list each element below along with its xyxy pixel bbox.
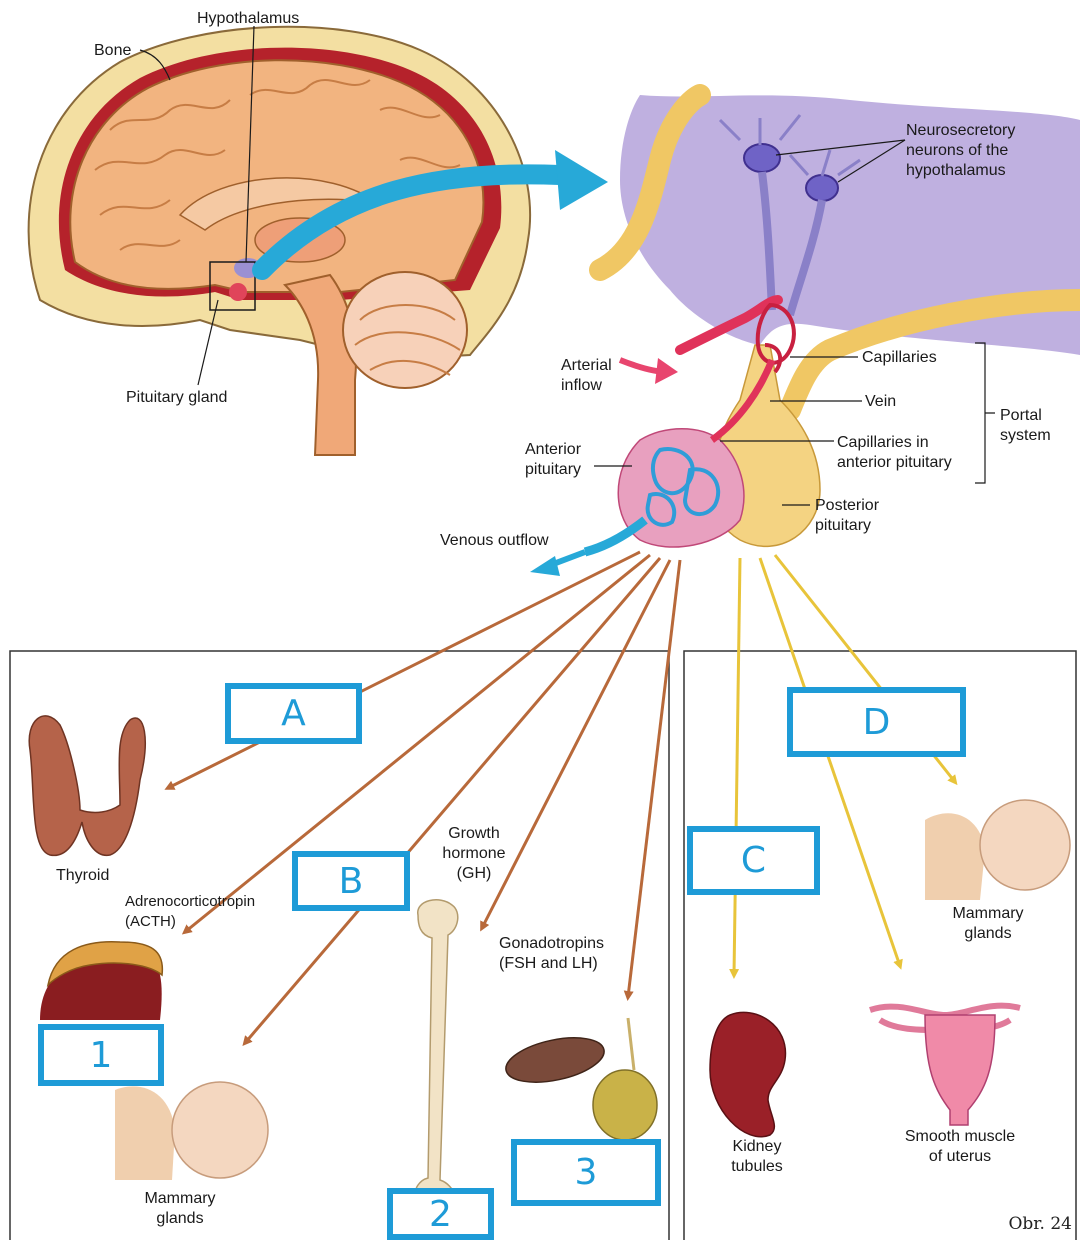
label-vein: Vein xyxy=(865,392,896,412)
label-pituitary-gland: Pituitary gland xyxy=(126,388,227,408)
label-thyroid: Thyroid xyxy=(56,866,109,886)
label-arterial-inflow: Arterial inflow xyxy=(561,356,612,396)
label-hypothalamus: Hypothalamus xyxy=(197,9,299,29)
label-mammary-left: Mammary glands xyxy=(130,1189,230,1229)
uterus-icon xyxy=(870,1006,1020,1125)
label-uterus: Smooth muscle of uterus xyxy=(895,1127,1025,1167)
pituitary-gland-marker xyxy=(229,283,247,301)
answer-box-b[interactable]: B xyxy=(292,851,410,911)
label-gonadotropins: Gonadotropins (FSH and LH) xyxy=(499,934,604,974)
zoom-arrow-head xyxy=(555,150,608,210)
bone-icon xyxy=(416,900,458,1214)
venous-outflow-arrowhead xyxy=(530,556,560,576)
answer-box-c[interactable]: C xyxy=(687,826,820,895)
label-acth: Adrenocorticotropin (ACTH) xyxy=(125,892,255,932)
posterior-hormone-arrows xyxy=(734,555,955,975)
ovary-icon xyxy=(502,1030,608,1090)
label-mammary-right: Mammary glands xyxy=(938,904,1038,944)
arterial-inflow-arrowhead xyxy=(655,358,678,384)
label-kidney: Kidney tubules xyxy=(715,1137,799,1177)
kidney-icon xyxy=(710,1012,785,1136)
label-neurosecretory: Neurosecretory neurons of the hypothalam… xyxy=(906,121,1015,181)
answer-box-3[interactable]: 3 xyxy=(511,1139,661,1206)
label-bone: Bone xyxy=(94,41,131,61)
label-capillaries-anterior: Capillaries in anterior pituitary xyxy=(837,433,952,473)
infant-nursing-right-icon xyxy=(925,800,1070,900)
figure-label: Obr. 24 xyxy=(1008,1214,1072,1234)
answer-box-d[interactable]: D xyxy=(787,687,966,757)
label-venous-outflow: Venous outflow xyxy=(440,531,549,551)
label-portal-system: Portal system xyxy=(1000,406,1051,446)
answer-box-1[interactable]: 1 xyxy=(38,1024,164,1086)
cerebellum xyxy=(343,272,467,388)
label-capillaries: Capillaries xyxy=(862,348,937,368)
testis-icon xyxy=(593,1018,657,1140)
thyroid-icon xyxy=(29,716,145,856)
adrenal-gland-icon xyxy=(40,942,162,1020)
answer-box-2[interactable]: 2 xyxy=(387,1188,494,1240)
label-anterior-pituitary: Anterior pituitary xyxy=(525,440,581,480)
answer-box-a[interactable]: A xyxy=(225,683,362,744)
label-growth-hormone: Growth hormone (GH) xyxy=(436,824,512,884)
label-posterior-pituitary: Posterior pituitary xyxy=(815,496,879,536)
infant-nursing-left-icon xyxy=(115,1082,268,1180)
